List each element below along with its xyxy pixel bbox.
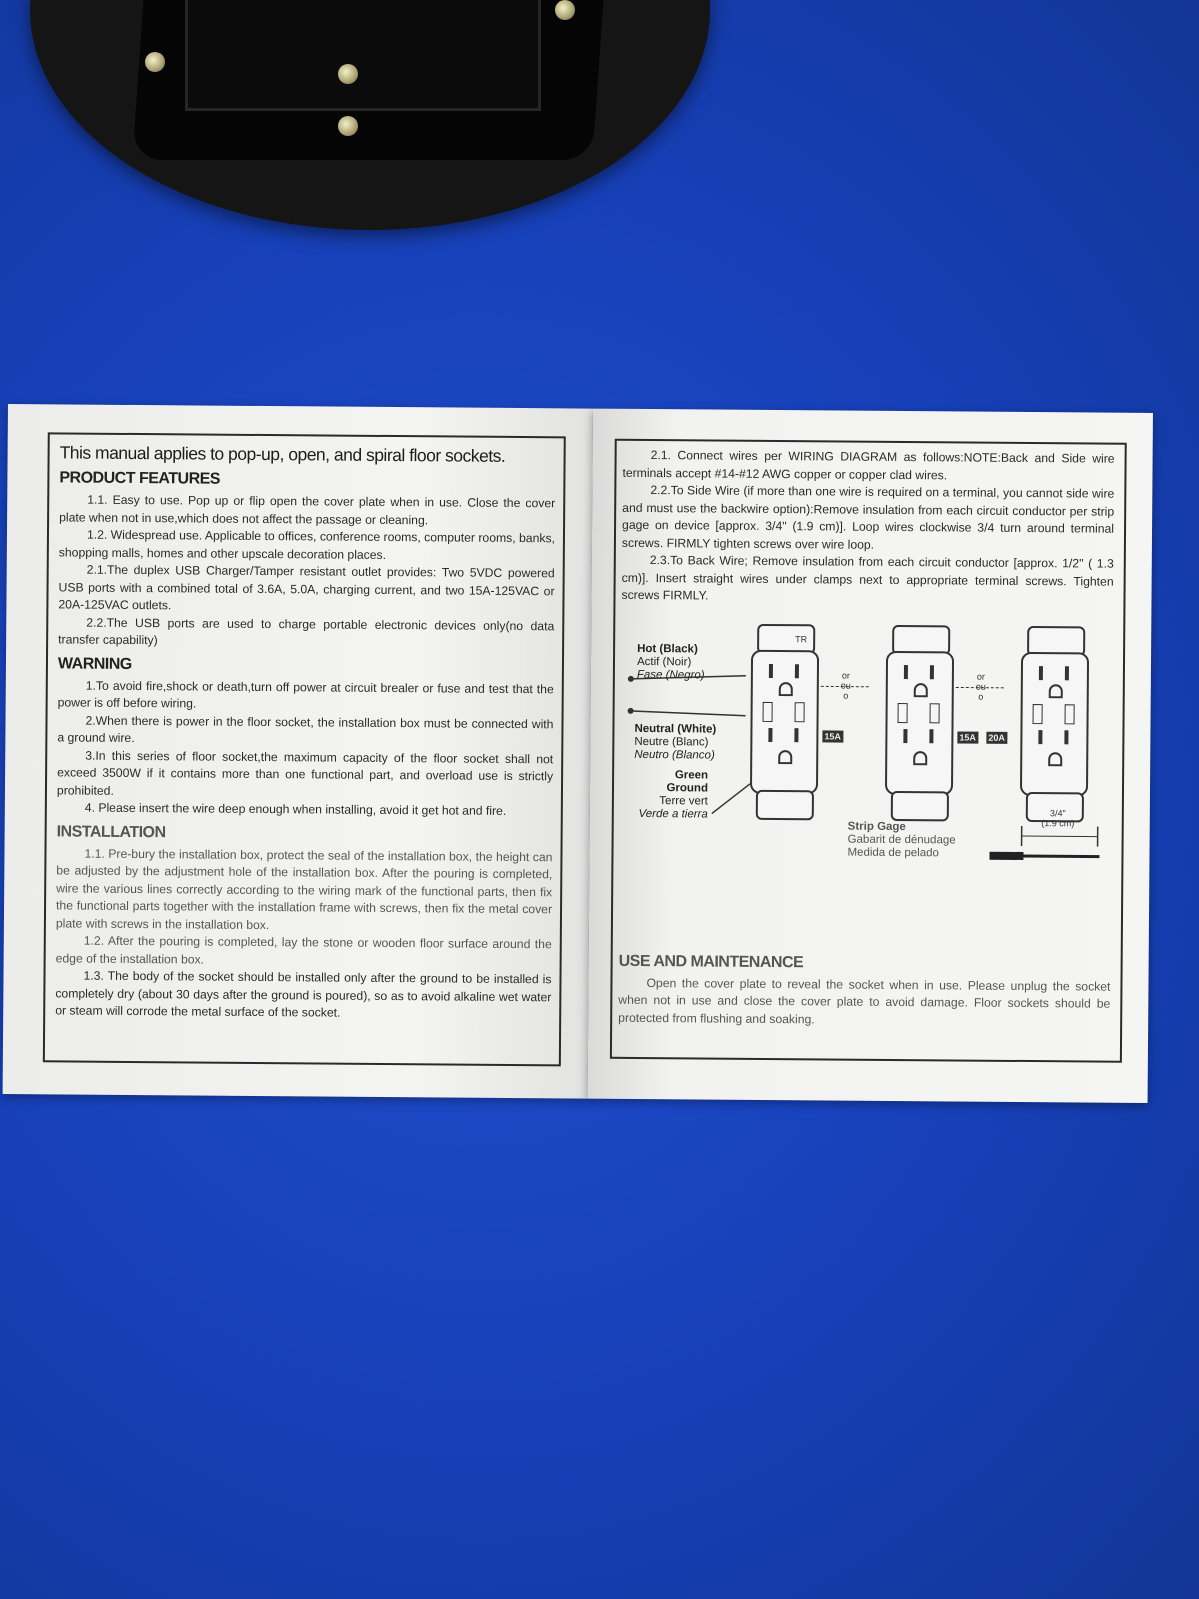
feature-item: 2.2.The USB ports are used to charge por… (58, 615, 555, 648)
warning-title: WARNING (57, 654, 132, 673)
feature-item: 1.1. Easy to use. Pop up or flip open th… (59, 492, 556, 527)
rating-tag-20a: 20A (986, 731, 1007, 744)
installation-item: 1.2. After the pouring is completed, lay… (55, 933, 552, 967)
manual-booklet: This manual applies to pop-up, open, and… (2, 404, 1153, 1113)
warning-item: 4. Please insert the wire deep enough wh… (84, 800, 507, 818)
right-page: 2.1. Connect wires per WIRING DIAGRAM as… (587, 408, 1153, 1103)
use-maintenance-text: Open the cover plate to reveal the socke… (618, 975, 1111, 1026)
wiring-item: 2.3.To Back Wire; Remove insulation from… (621, 553, 1114, 603)
feature-item: 2.1.The duplex USB Charger/Tamper resist… (58, 562, 555, 613)
rating-tag-15a: 15A (957, 730, 978, 744)
right-page-frame: 2.1. Connect wires per WIRING DIAGRAM as… (609, 438, 1127, 1063)
wire-lines (627, 674, 1004, 814)
strip-gage-graphic (989, 825, 1100, 860)
outlet-body (749, 649, 820, 794)
rating-tag-15a: 15A (822, 729, 843, 743)
warning-item: 2.When there is power in the floor socke… (57, 713, 554, 746)
warning-item: 1.To avoid fire,shock or death,turn off … (57, 678, 554, 711)
outlet-bottom-strap (755, 789, 814, 820)
tr-mark: TR (795, 633, 808, 644)
installation-item: 1.1. Pre-bury the installation box, prot… (55, 846, 553, 932)
wiring-item: 2.2.To Side Wire (if more than one wire … (621, 483, 1115, 552)
screw-icon (555, 0, 575, 20)
wiring-item: 2.1. Connect wires per WIRING DIAGRAM as… (622, 448, 1115, 482)
feature-item: 1.2. Widespread use. Applicable to offic… (58, 527, 556, 562)
strip-gage-label: Strip Gage Gabarit de dénudage Medida de… (847, 820, 955, 860)
strip-gage-en: Strip Gage (847, 820, 906, 833)
left-page-frame: This manual applies to pop-up, open, and… (42, 432, 566, 1067)
outlet-bottom-strap (890, 790, 949, 821)
wiring-diagram: Hot (Black) Actif (Noir) Fase (Negro) Ne… (619, 622, 1113, 946)
screw-icon (145, 52, 165, 72)
strip-gage-es: Medida de pelado (847, 846, 939, 859)
installation-title: INSTALLATION (56, 822, 166, 841)
screw-icon (338, 64, 358, 84)
outlet-body (1019, 651, 1090, 796)
outlet-body (884, 650, 955, 795)
floor-socket-box (185, 0, 541, 111)
left-page: This manual applies to pop-up, open, and… (2, 404, 593, 1099)
installation-item: 1.3. The body of the socket should be in… (55, 968, 552, 1020)
screw-icon (338, 116, 358, 136)
warning-item: 3.In this series of floor socket,the max… (56, 748, 554, 798)
strip-gage-fr: Gabarit de dénudage (847, 833, 956, 846)
product-features-title: PRODUCT FEATURES (59, 469, 221, 488)
page-headline: This manual applies to pop-up, open, and… (59, 442, 506, 466)
use-maintenance-title: USE AND MAINTENANCE (618, 952, 804, 971)
